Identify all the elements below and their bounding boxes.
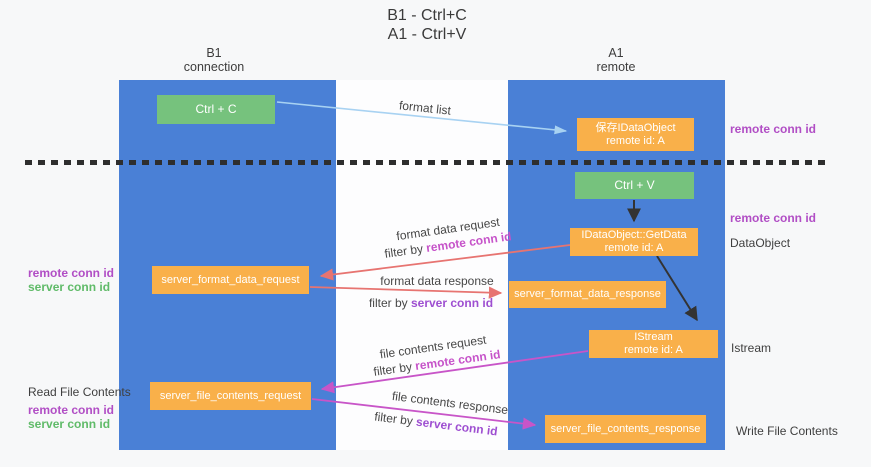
- separator-dashed-line: [25, 160, 831, 165]
- lane-b1-sublabel: connection: [183, 60, 245, 74]
- label-server-conn-id-left-1: server conn id: [28, 280, 111, 294]
- save-idataobject-line1: 保存IDataObject: [595, 121, 676, 134]
- file-response-label: server_file_contents_response: [550, 422, 701, 435]
- label-remote-conn-id-right-2: remote conn id: [730, 211, 817, 225]
- label-istream: Istream: [731, 341, 772, 355]
- getdata-box: IDataObject::GetData remote id: A: [570, 228, 698, 256]
- title-line1: B1 - Ctrl+C: [387, 7, 467, 24]
- title-line2: A1 - Ctrl+V: [387, 26, 467, 43]
- file-request-label: server_file_contents_request: [159, 389, 302, 402]
- lane-a1-header: A1 remote: [597, 46, 636, 74]
- format-request-label: server_format_data_request: [161, 273, 300, 286]
- annotation-filter-server-1: filter by server conn id: [369, 296, 493, 310]
- diagram-title: B1 - Ctrl+C A1 - Ctrl+V: [387, 6, 467, 44]
- getdata-line2: remote id: A: [604, 242, 664, 254]
- format-request-to-response-arrow: [309, 286, 503, 299]
- ctrl-c-label: Ctrl + C: [195, 102, 237, 116]
- label-read-file-contents: Read File Contents: [28, 385, 131, 399]
- getdata-to-istream-arrow: [656, 255, 698, 322]
- filter-prefix: filter by: [368, 296, 411, 310]
- file-request-to-response-arrow: [311, 398, 537, 430]
- save-idataobject-line2: remote id: A: [606, 134, 665, 147]
- getdata-to-format-request-arrow: [319, 244, 571, 281]
- istream-box: IStream remote id: A: [589, 330, 718, 358]
- ctrl-v-box: Ctrl + V: [575, 172, 694, 199]
- file-response-box: server_file_contents_response: [545, 415, 706, 443]
- annotation-format-data-response: format data response: [380, 274, 494, 288]
- label-dataobject: DataObject: [730, 236, 791, 250]
- istream-to-file-request-arrow: [320, 350, 589, 394]
- label-remote-conn-id-left-2: remote conn id: [28, 403, 115, 417]
- lane-a1-name: A1: [608, 46, 624, 60]
- istream-line2: remote id: A: [624, 344, 683, 356]
- format-response-label: server_format_data_response: [514, 288, 661, 300]
- label-write-file-contents: Write File Contents: [736, 424, 838, 438]
- ctrl-v-label: Ctrl + V: [614, 178, 655, 192]
- file-request-box: server_file_contents_request: [150, 382, 311, 410]
- istream-line1: IStream: [634, 331, 673, 343]
- format-request-box: server_format_data_request: [152, 266, 309, 294]
- label-server-conn-id-left-2: server conn id: [28, 417, 111, 431]
- lane-a1-sublabel: remote: [596, 60, 636, 74]
- between-lanes-backdrop: [336, 80, 508, 450]
- lane-b1-name: B1: [206, 46, 222, 60]
- getdata-line1: IDataObject::GetData: [581, 229, 687, 241]
- format-response-box: server_format_data_response: [509, 281, 666, 308]
- save-idataobject-box: 保存IDataObject remote id: A: [577, 118, 694, 151]
- lane-b1-header: B1 connection: [184, 46, 244, 74]
- filter-server-conn-id: server conn id: [410, 296, 494, 310]
- format-list-arrow: [276, 101, 568, 135]
- label-remote-conn-id-left-1: remote conn id: [28, 266, 115, 280]
- ctrl-c-box: Ctrl + C: [157, 95, 275, 124]
- label-remote-conn-id-right-1: remote conn id: [730, 122, 817, 136]
